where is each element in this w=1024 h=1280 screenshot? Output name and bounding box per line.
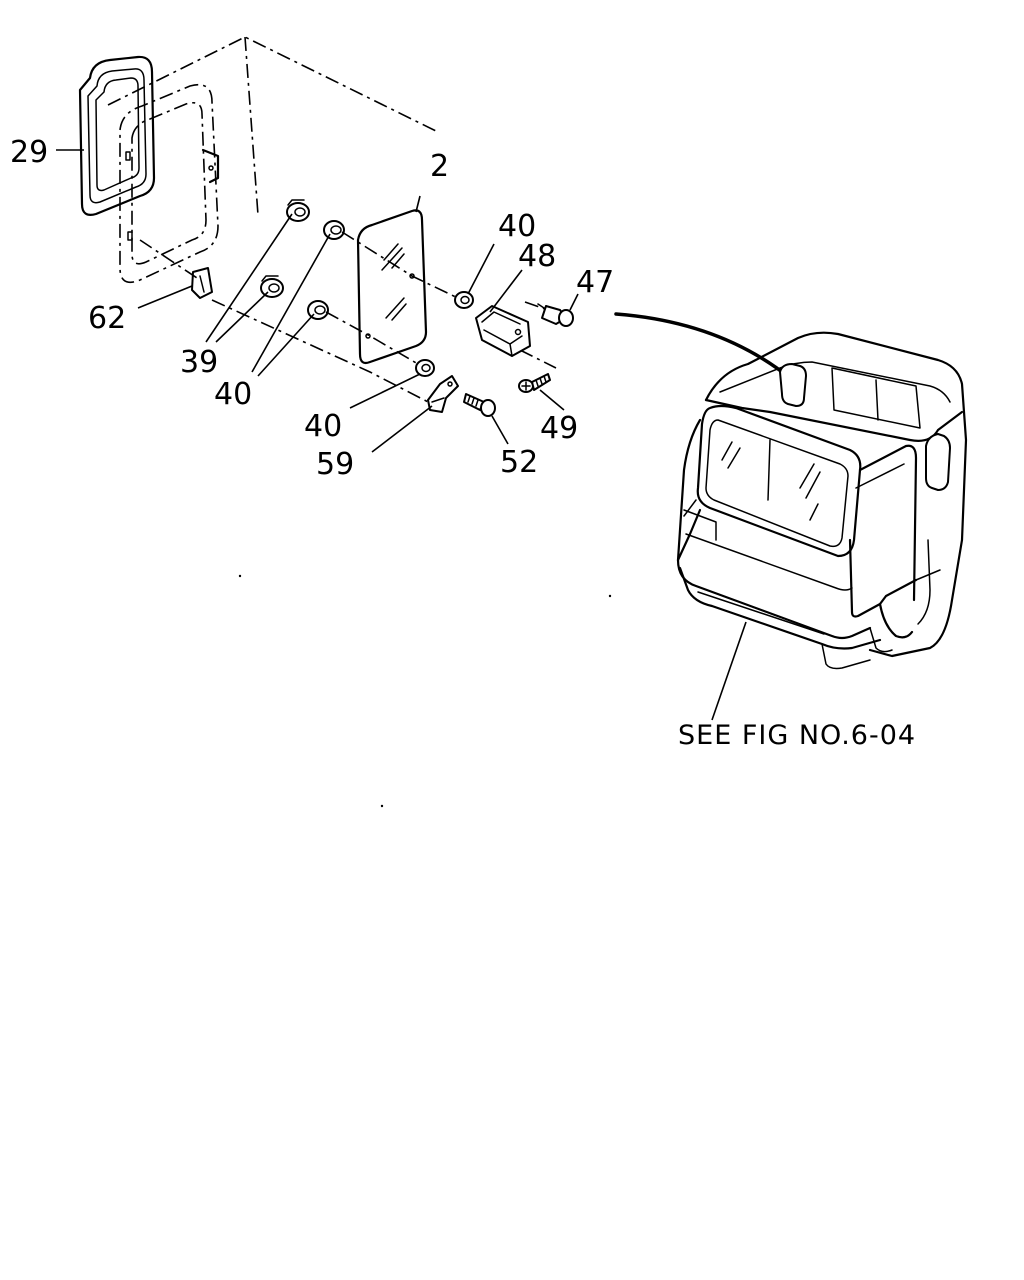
callout-29: 29 [10, 135, 48, 170]
grommet-39-upper [286, 199, 310, 222]
grommet-40-bottom [415, 359, 435, 377]
callout-39: 39 [180, 345, 218, 380]
reference-note: SEE FIG NO.6-04 [678, 720, 916, 751]
grommet-39-lower [260, 275, 284, 298]
window-frame-outline [119, 83, 220, 284]
hinge-bracket-48 [475, 305, 531, 357]
callout-40-left: 40 [214, 377, 252, 412]
callout-59: 59 [316, 447, 354, 482]
grommet-40-upper [323, 220, 345, 240]
tapping-screw-49 [518, 373, 551, 393]
callout-49: 49 [540, 411, 578, 446]
weatherstrip-frame-29 [78, 55, 156, 216]
leader-lines [56, 149, 792, 721]
screw-47 [537, 303, 574, 327]
callout-52: 52 [500, 445, 538, 480]
scan-specks [238, 574, 612, 808]
truck-cab-illustration [676, 331, 968, 670]
cab-side-phantom-outline [107, 36, 439, 405]
window-glass-2 [356, 209, 428, 365]
callout-2: 2 [430, 149, 449, 184]
screw-52 [463, 393, 496, 417]
callout-62: 62 [88, 301, 126, 336]
clip-59 [427, 375, 459, 413]
callout-40-bottom: 40 [304, 409, 342, 444]
clip-62 [191, 267, 213, 299]
callout-40-right: 40 [498, 209, 536, 244]
callout-labels: 29 2 62 39 40 40 48 47 40 59 52 49 SEE F… [10, 135, 916, 751]
grommet-40-right [454, 291, 474, 309]
callout-48: 48 [518, 239, 556, 274]
callout-47: 47 [576, 265, 614, 300]
